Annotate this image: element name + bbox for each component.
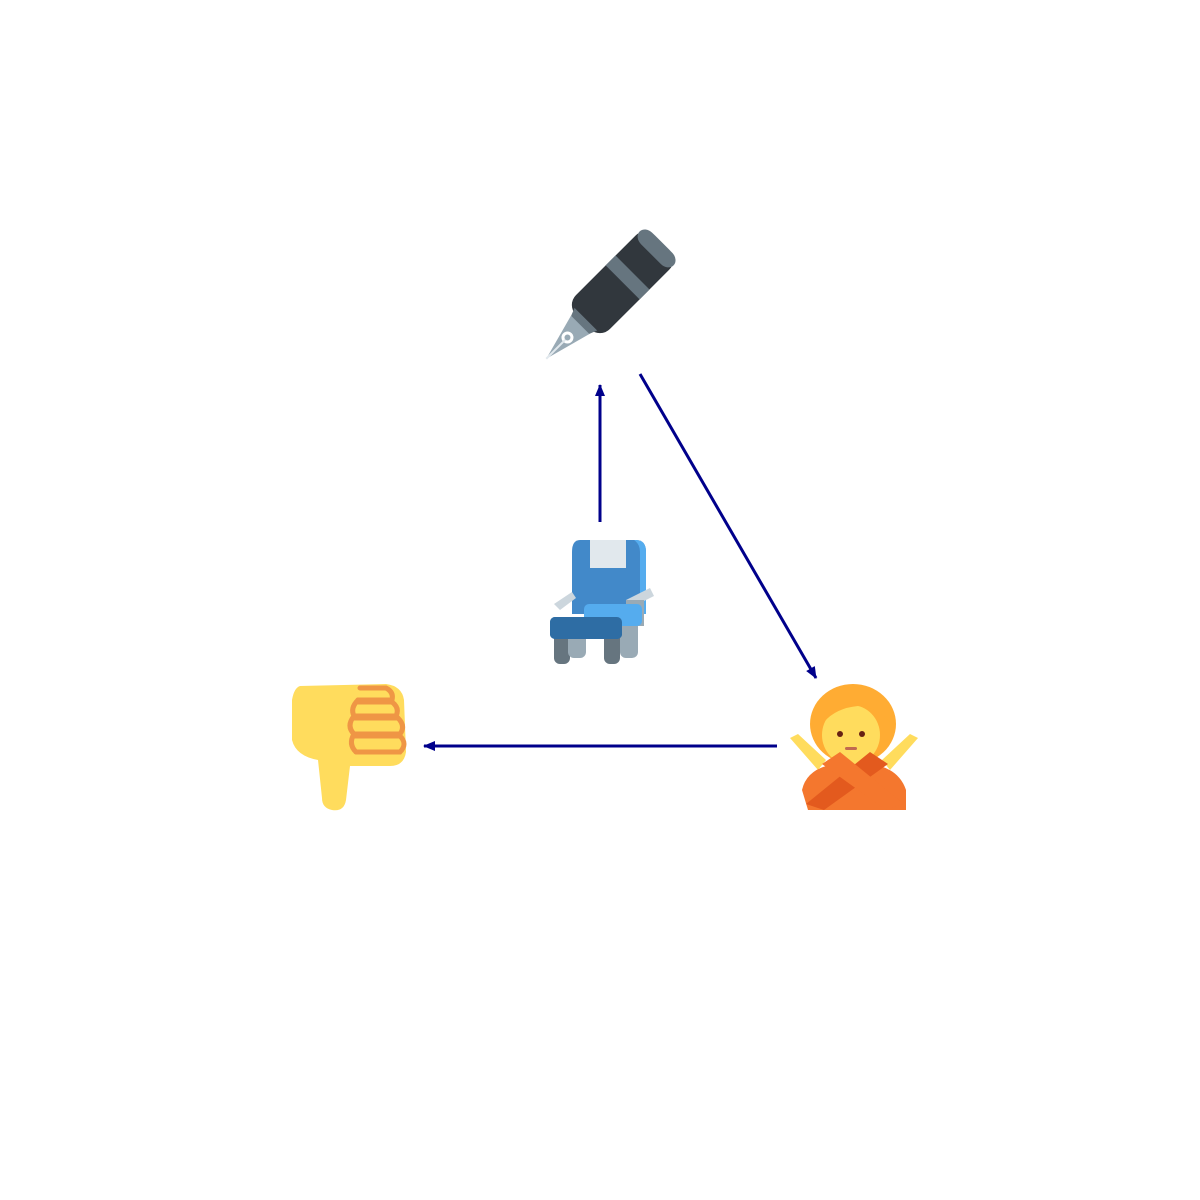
- person-gesturing-no-icon: [790, 684, 918, 810]
- edge-fountain-pen-to-person: [638, 373, 818, 679]
- fountain-pen-icon: [545, 229, 676, 360]
- seat-icon: [550, 540, 654, 664]
- thumbs-down-icon: [292, 684, 407, 811]
- diagram-edges: [423, 373, 818, 751]
